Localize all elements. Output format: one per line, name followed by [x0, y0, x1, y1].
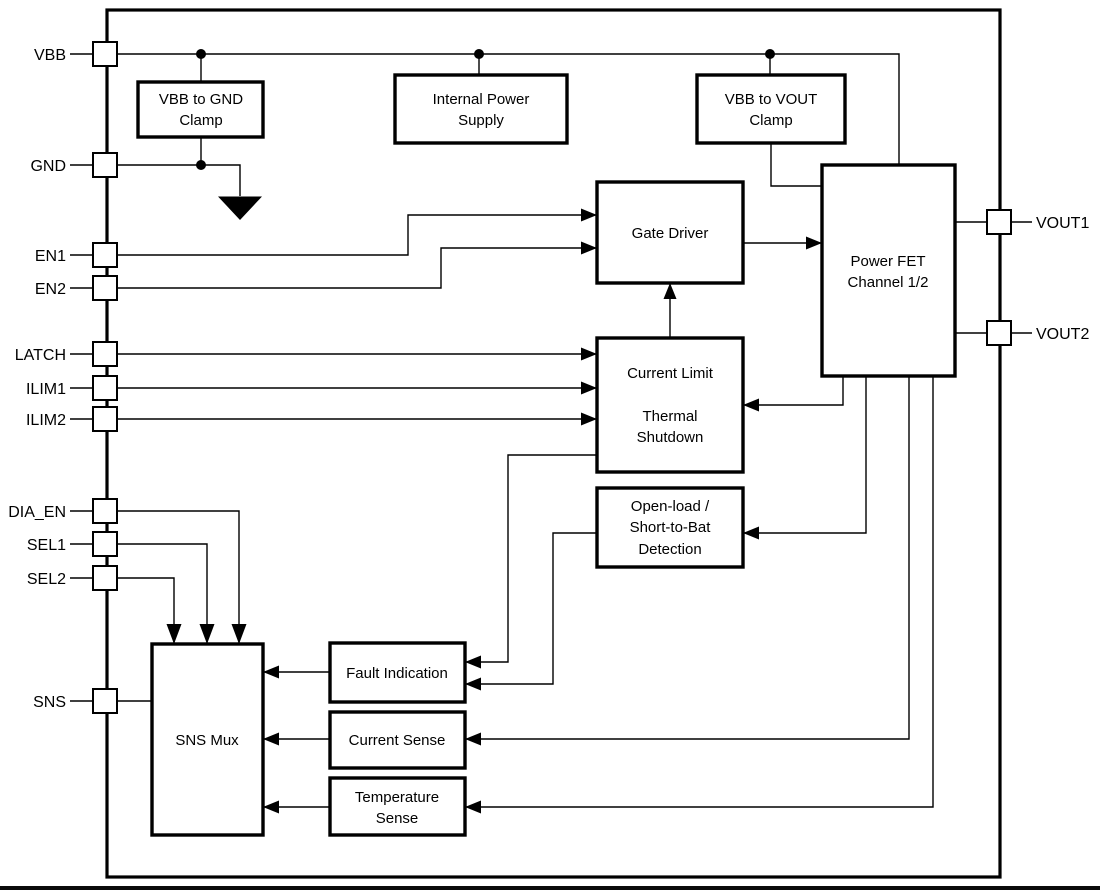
label-temperature-sense-line1: Temperature — [355, 789, 439, 806]
pin-label-diaen: DIA_EN — [8, 504, 66, 521]
pin-en2 — [92, 275, 118, 301]
wire-power-fet-to-open-load — [743, 376, 867, 540]
blocks — [136, 73, 957, 837]
junction-dot-vbb-3 — [765, 49, 775, 59]
pin-label-ilim2: ILIM2 — [26, 412, 66, 429]
label-vbb-vout-clamp-line2: Clamp — [749, 112, 792, 129]
block-internal-power-supply — [393, 73, 569, 145]
wire-en2-to-gate-driver — [117, 241, 597, 289]
pin-label-sel1: SEL1 — [27, 537, 66, 554]
wire-diaen-to-sns-mux — [117, 510, 247, 644]
label-open-load-line2: Short-to-Bat — [630, 519, 712, 536]
pin-en1 — [92, 242, 118, 268]
pin-label-sel2: SEL2 — [27, 571, 66, 588]
label-vbb-vout-clamp-line1: VBB to VOUT — [725, 91, 818, 108]
block-current-limit-thermal-shutdown — [595, 336, 745, 474]
wire-en1-to-gate-driver — [117, 208, 597, 256]
label-temperature-sense-line2: Sense — [376, 810, 419, 827]
pin-label-vout1: VOUT1 — [1036, 215, 1089, 232]
pin-sel1 — [92, 531, 118, 557]
junction-dot-gnd — [196, 160, 206, 170]
wire-vout-clamp-to-power-fet — [770, 143, 822, 187]
pin-diaen — [92, 498, 118, 524]
pins — [70, 41, 1032, 714]
label-internal-power-supply-line1: Internal Power — [433, 91, 530, 108]
block-vbb-vout-clamp — [695, 73, 847, 145]
label-open-load-line3: Detection — [638, 541, 701, 558]
pin-label-vbb: VBB — [34, 47, 66, 64]
label-vbb-gnd-clamp-line1: VBB to GND — [159, 91, 243, 108]
label-thermal: Thermal — [642, 408, 697, 425]
block-vbb-gnd-clamp — [136, 80, 265, 139]
label-internal-power-supply-line2: Supply — [458, 112, 504, 129]
pin-label-en2: EN2 — [35, 281, 66, 298]
wire-open-load-to-fault-indication — [465, 532, 597, 691]
junction-dot-vbb-1 — [196, 49, 206, 59]
wire-vbb-bus — [117, 53, 900, 166]
pin-label-sns: SNS — [33, 694, 66, 711]
wire-power-fet-to-current-limit — [743, 376, 844, 412]
pin-sel2 — [92, 565, 118, 591]
wire-gnd — [117, 164, 241, 196]
label-sns-mux: SNS Mux — [175, 732, 239, 749]
block-temperature-sense — [328, 776, 467, 837]
pin-label-gnd: GND — [30, 158, 66, 175]
label-fault-indication: Fault Indication — [346, 665, 448, 682]
label-open-load-line1: Open-load / — [631, 498, 710, 515]
pin-label-vout2: VOUT2 — [1036, 326, 1089, 343]
label-gate-driver: Gate Driver — [632, 225, 709, 242]
pin-label-latch: LATCH — [15, 347, 66, 364]
block-fault-indication — [328, 641, 467, 704]
device-boundary — [105, 8, 1002, 879]
wire-power-fet-to-temperature-sense — [465, 376, 934, 814]
pin-ilim1 — [92, 375, 118, 401]
block-gate-driver — [595, 180, 745, 285]
pin-vout1 — [986, 209, 1012, 235]
block-sns-mux — [150, 642, 265, 837]
pin-vbb — [92, 41, 118, 67]
wire-current-limit-to-fault-indication — [465, 454, 597, 669]
pin-latch — [92, 341, 118, 367]
pin-sns — [92, 688, 118, 714]
pin-gnd — [92, 152, 118, 178]
block-open-load-detection — [595, 486, 745, 569]
wire-power-fet-to-current-sense — [465, 376, 910, 746]
pin-vout2 — [986, 320, 1012, 346]
page-divider-rule — [0, 886, 1100, 890]
label-current-sense: Current Sense — [349, 732, 446, 749]
ground-symbol — [218, 196, 262, 220]
label-power-fet-line2: Channel 1/2 — [848, 274, 929, 291]
pin-ilim2 — [92, 406, 118, 432]
wires — [117, 53, 987, 814]
label-vbb-gnd-clamp-line2: Clamp — [179, 112, 222, 129]
wire-sel1-to-sns-mux — [117, 543, 215, 644]
junction-dots — [196, 49, 775, 170]
block-power-fet — [820, 163, 957, 378]
junction-dot-vbb-2 — [474, 49, 484, 59]
wire-sel2-to-sns-mux — [117, 577, 182, 644]
pin-label-ilim1: ILIM1 — [26, 381, 66, 398]
block-current-sense — [328, 710, 467, 770]
label-power-fet-line1: Power FET — [850, 253, 925, 270]
label-shutdown: Shutdown — [637, 429, 704, 446]
pin-labels: VBB GND EN1 EN2 LATCH ILIM1 ILIM2 DIA_EN… — [8, 47, 1089, 711]
label-current-limit: Current Limit — [627, 365, 714, 382]
block-labels: VBB to GND Clamp Internal Power Supply V… — [159, 91, 929, 827]
pin-label-en1: EN1 — [35, 248, 66, 265]
